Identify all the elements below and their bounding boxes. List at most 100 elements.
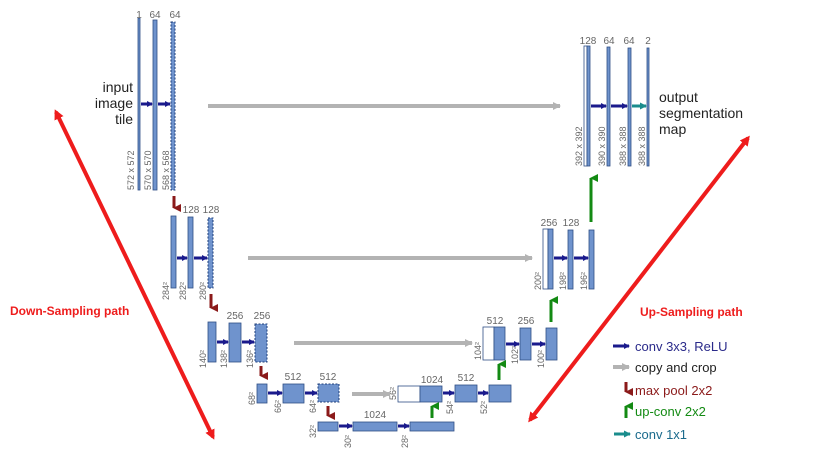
down-sampling-label: Down-Sampling path <box>10 304 129 318</box>
channel-label: 64 <box>169 10 181 21</box>
skip-connections <box>208 102 561 398</box>
feature-map-l5-c <box>409 421 455 432</box>
legend-copy-label: copy and crop <box>635 360 717 375</box>
channel-label: 128 <box>580 36 597 47</box>
dim-label: 388 x 388 <box>618 126 628 166</box>
feature-map-l3-c <box>254 323 268 363</box>
channel-label: 64 <box>623 36 635 47</box>
feature-map-u3-up <box>547 228 554 290</box>
feature-map-l4-c <box>317 383 340 403</box>
feature-map-u1-up <box>419 385 443 403</box>
channel-label: 512 <box>458 373 475 384</box>
channel-label: 512 <box>487 316 504 327</box>
dim-label: 200² <box>533 272 543 290</box>
legend-conv1x1-label: conv 1x1 <box>635 427 687 442</box>
channel-label: 1 <box>136 10 142 21</box>
dim-label: 140² <box>198 350 208 368</box>
feature-map-u3-c <box>588 229 595 290</box>
legend-pool-label: max pool 2x2 <box>635 383 712 398</box>
feature-map-u1-b <box>454 384 478 403</box>
feature-map-u2-up <box>493 326 506 361</box>
input-label: image <box>95 95 133 111</box>
feature-map-u4-c <box>627 47 632 167</box>
feature-map-l1-b <box>170 21 176 191</box>
feature-map-l5-b <box>352 421 398 432</box>
dim-label: 388 x 388 <box>637 126 647 166</box>
feature-map-l4-b <box>282 383 305 404</box>
dim-label: 28² <box>400 435 410 448</box>
dim-label: 280² <box>198 282 208 300</box>
dim-label: 282² <box>178 282 188 300</box>
level-1-decoder: 128 64 64 2 392 x 392 390 x 390 388 x 38… <box>574 36 743 167</box>
level-3-encoder: 256 256 140² 138² 136² <box>198 311 271 380</box>
input-label: input <box>103 79 133 95</box>
level-2-decoder: 256 128 200² 198² 196² <box>533 174 598 290</box>
feature-map-l1-a <box>152 19 158 191</box>
feature-map-u2-copy <box>482 326 495 361</box>
dim-label: 32² <box>308 425 318 438</box>
level-2-encoder: 128 128 284² 282² 280² <box>161 205 220 312</box>
feature-map-u4-b <box>606 46 611 167</box>
feature-map-l3-a <box>207 321 217 363</box>
feature-map-u4-copy <box>583 45 588 167</box>
feature-map-u1-copy <box>397 385 421 403</box>
dim-label: 104² <box>473 342 483 360</box>
dim-label: 100² <box>536 350 546 368</box>
level-4-decoder: 512 56² 54² 52² <box>388 360 512 414</box>
level-3-decoder: 512 256 104² 102² 100² <box>473 296 558 368</box>
level-1-encoder: 1 64 64 572 x 572 570 x 570 568 x 568 in… <box>95 10 181 212</box>
channel-label: 64 <box>603 36 615 47</box>
channel-label: 128 <box>203 205 220 216</box>
dim-label: 284² <box>161 282 171 300</box>
feature-map-u2-b <box>519 327 532 361</box>
feature-map-l2-b <box>187 216 194 289</box>
channel-label: 512 <box>285 372 302 383</box>
legend-conv-label: conv 3x3, ReLU <box>635 339 728 354</box>
channel-label: 128 <box>563 218 580 229</box>
channel-label: 1024 <box>421 375 444 386</box>
output-label: map <box>659 121 686 137</box>
dim-label: 136² <box>245 350 255 368</box>
dim-label: 568 x 568 <box>161 150 171 190</box>
dim-label: 198² <box>558 272 568 290</box>
channel-label: 256 <box>227 311 244 322</box>
level-4-encoder: 512 512 68² 66² 64² <box>247 372 340 420</box>
bottleneck: 1024 1024 32² 30² 28² <box>308 375 455 448</box>
output-label: output <box>659 89 698 105</box>
dim-label: 66² <box>273 400 283 413</box>
channel-label: 128 <box>183 205 200 216</box>
channel-label: 256 <box>518 316 535 327</box>
path-indicators: Down-Sampling path Up-Sampling path <box>10 109 750 440</box>
dim-label: 54² <box>445 401 455 414</box>
dim-label: 52² <box>479 401 489 414</box>
channel-label: 256 <box>541 218 558 229</box>
feature-map-l2-a <box>170 215 177 289</box>
feature-map-u2-c <box>545 327 558 361</box>
dim-label: 138² <box>219 350 229 368</box>
feature-map-output <box>646 47 650 167</box>
dim-label: 64² <box>308 400 318 413</box>
feature-map-l3-b <box>228 322 242 363</box>
dim-label: 392 x 392 <box>574 126 584 166</box>
feature-map-u3-copy <box>542 228 549 290</box>
dim-label: 196² <box>579 272 589 290</box>
legend-upconv-label: up-conv 2x2 <box>635 404 706 419</box>
dim-label: 572 x 572 <box>126 150 136 190</box>
legend: conv 3x3, ReLU copy and crop max pool 2x… <box>613 339 728 442</box>
input-label: tile <box>115 111 133 127</box>
feature-map-u1-c <box>488 384 512 403</box>
feature-map-l2-c <box>207 217 214 289</box>
dim-label: 68² <box>247 392 257 405</box>
output-label: segmentation <box>659 105 743 121</box>
up-sampling-path-arrow <box>528 135 750 423</box>
feature-map-l5-a <box>317 421 339 432</box>
feature-map-u3-b <box>567 229 574 290</box>
up-sampling-label: Up-Sampling path <box>640 305 743 319</box>
feature-map-l4-a <box>256 383 268 404</box>
dim-label: 390 x 390 <box>597 126 607 166</box>
channel-label: 512 <box>320 372 337 383</box>
down-sampling-path-arrow <box>54 109 215 440</box>
channel-label: 64 <box>149 10 161 21</box>
channel-label: 256 <box>254 311 271 322</box>
